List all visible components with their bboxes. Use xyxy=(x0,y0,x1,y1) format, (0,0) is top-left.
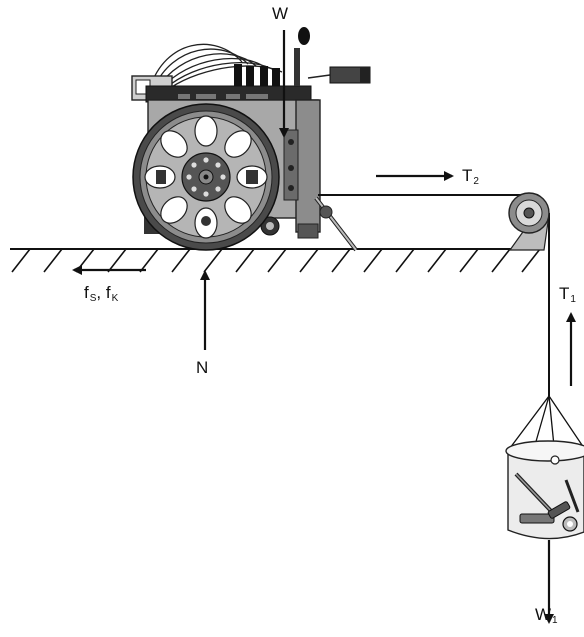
tension-t2-main: T xyxy=(462,166,473,185)
robot-wheel xyxy=(132,103,280,251)
rope xyxy=(318,194,550,396)
normal-force-label: N xyxy=(196,358,209,377)
tension-t1-label: T1 xyxy=(559,284,576,305)
tension-t2-label: T2 xyxy=(462,166,479,187)
force-arrows xyxy=(72,30,576,624)
ground-surface xyxy=(10,248,541,273)
friction-static-main: f xyxy=(84,283,89,302)
weight-label: W xyxy=(272,4,289,23)
friction-label: fS, fK xyxy=(84,283,118,304)
friction-separator: , xyxy=(96,283,106,302)
tension-t1-main: T xyxy=(559,284,570,303)
pulley xyxy=(508,192,550,251)
hanging-bucket xyxy=(505,395,584,540)
hanging-weight-main: W xyxy=(535,605,552,624)
friction-static-sub: S xyxy=(89,293,97,304)
hanging-weight-sub: 1 xyxy=(552,615,558,626)
friction-kinetic-sub: K xyxy=(111,293,119,304)
bucket-bolts-icon xyxy=(514,472,580,532)
tension-t2-sub: 2 xyxy=(473,176,479,187)
hanging-weight-label: W1 xyxy=(535,605,558,626)
robot-cart xyxy=(131,27,371,252)
friction-kinetic-main: f xyxy=(105,283,111,302)
tension-t1-sub: 1 xyxy=(570,294,576,305)
